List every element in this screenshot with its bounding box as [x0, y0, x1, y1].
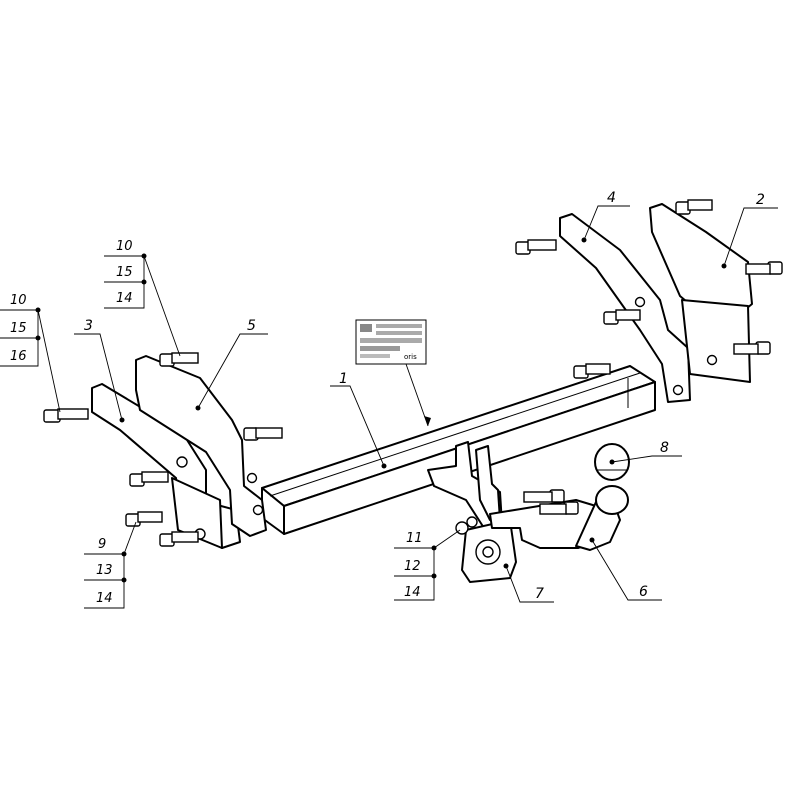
bolt-left-mid [243, 427, 283, 441]
right-side-plate [559, 213, 691, 403]
label-plate-logo: oris [404, 353, 417, 361]
callout-2: 2 [721, 192, 778, 269]
bolt-right-1 [515, 239, 557, 255]
callout-14-lower: 14 [96, 591, 113, 606]
callout-12-mid: 12 [404, 559, 421, 574]
callout-7: 7 [503, 563, 554, 603]
callout-6-label: 6 [639, 584, 648, 600]
bolt-right-3 [675, 199, 713, 215]
callout-4: 4 [581, 190, 630, 243]
callout-10-left: 10 [10, 293, 27, 308]
callout-1: 1 [330, 371, 387, 469]
bolt-beam-end [573, 363, 611, 379]
callout-9-lower: 9 [98, 537, 106, 552]
bolt-left-bottom [159, 531, 199, 547]
callout-group-left: 10 15 16 [0, 293, 61, 413]
callout-1-label: 1 [339, 371, 348, 387]
left-side-plate [135, 355, 267, 537]
callout-13-lower: 13 [96, 563, 113, 578]
tow-ball [594, 443, 630, 515]
bolt-right-4 [745, 261, 783, 275]
callout-2-label: 2 [756, 192, 765, 208]
bolt-left-lower [129, 471, 169, 487]
callout-6: 6 [589, 537, 662, 601]
bolt-left-upper [43, 408, 89, 423]
callout-8: 8 [609, 440, 682, 465]
bolt-center-1 [523, 489, 565, 503]
callout-11-mid: 11 [406, 531, 423, 546]
callout-8-label: 8 [660, 440, 669, 456]
callout-16-left: 16 [10, 349, 27, 364]
callout-14-mid: 14 [404, 585, 421, 600]
callout-15-left: 15 [10, 321, 27, 336]
bolt-right-2 [603, 309, 641, 325]
callout-5-label: 5 [247, 318, 256, 334]
callout-15-upper: 15 [116, 265, 133, 280]
bolts [43, 199, 783, 547]
bolt-9 [125, 511, 163, 527]
callout-14-upper: 14 [116, 291, 133, 306]
callout-3: 3 [74, 318, 125, 423]
callout-group-mid: 11 12 14 [394, 529, 461, 601]
bolt-center-2 [539, 501, 579, 515]
bolt-right-5 [733, 341, 771, 355]
left-bracket [91, 383, 241, 549]
callout-group-lower: 9 13 14 [84, 521, 137, 609]
right-bracket [649, 203, 753, 383]
callout-3-label: 3 [84, 318, 93, 334]
socket-plate [461, 519, 517, 583]
callout-5: 5 [195, 318, 268, 411]
callout-10-upper: 10 [116, 239, 133, 254]
callout-4-label: 4 [607, 190, 616, 206]
label-plate: oris [355, 319, 431, 427]
bolt-upper-left-plate [159, 352, 199, 367]
callout-group-upper: 10 15 14 [104, 239, 181, 357]
callout-7-label: 7 [535, 586, 544, 602]
